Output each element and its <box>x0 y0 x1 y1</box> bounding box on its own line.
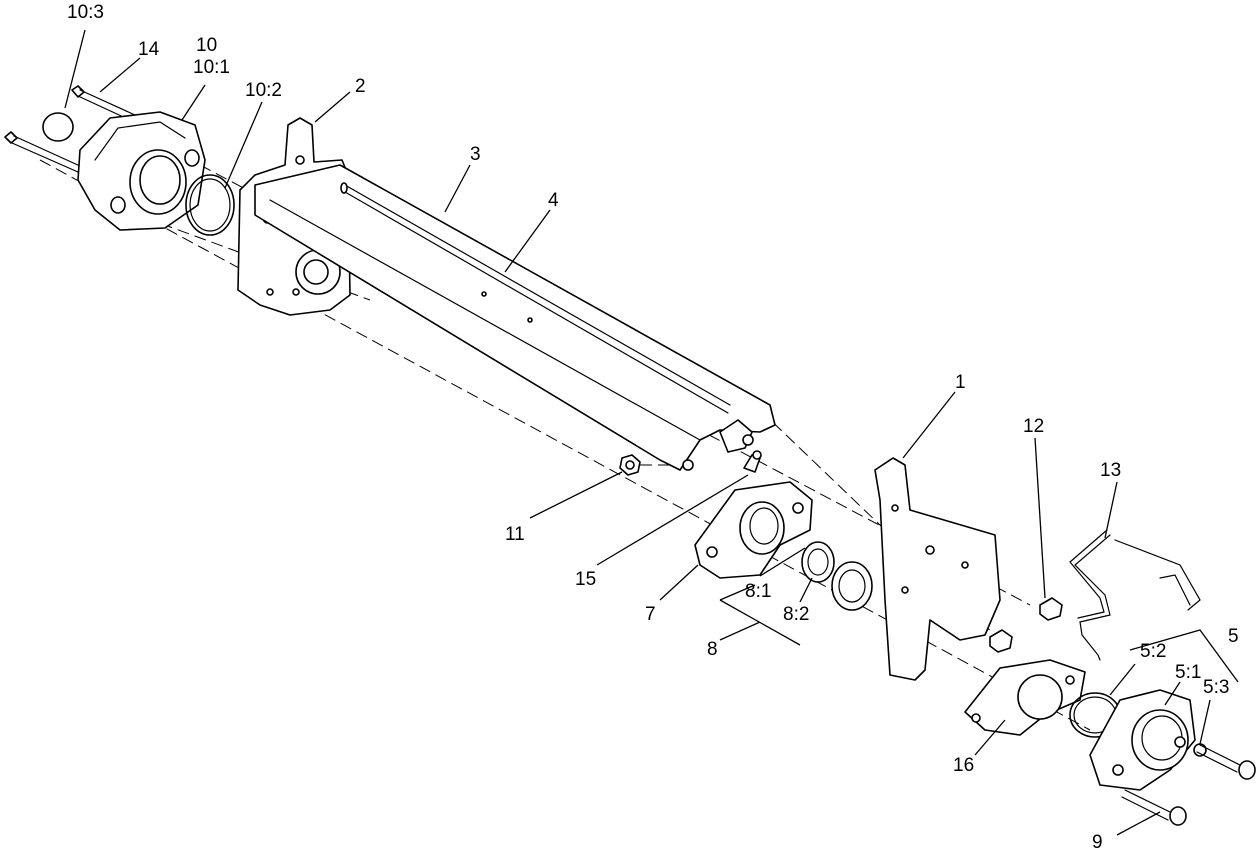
callout-16: 16 <box>953 755 974 776</box>
callout-4: 4 <box>548 190 559 211</box>
callout-7: 7 <box>645 604 656 625</box>
callout-11: 11 <box>505 524 525 545</box>
callout-labels: 10:3 14 10 10:1 10:2 2 3 4 1 12 13 11 15… <box>67 2 1239 853</box>
bearing-housing-5 <box>1089 689 1196 791</box>
callout-8: 8 <box>707 639 718 660</box>
washer-5-3 <box>1193 743 1207 757</box>
callout-2: 2 <box>355 76 366 97</box>
washer-10-3 <box>42 112 74 142</box>
callout-3: 3 <box>470 144 481 165</box>
callout-10-3: 10:3 <box>67 2 104 23</box>
callout-13: 13 <box>1100 460 1121 481</box>
o-ring-10-2 <box>185 174 235 236</box>
bolt-12 <box>989 597 1063 653</box>
callout-1: 1 <box>955 372 966 393</box>
flange-housing-7 <box>694 481 813 579</box>
rod-4 <box>340 182 731 414</box>
side-plate-1 <box>874 457 1001 681</box>
bent-rod-13 <box>1069 529 1201 661</box>
callout-10: 10 <box>196 35 217 56</box>
bolt-9-upper <box>1196 744 1256 780</box>
callout-14: 14 <box>138 39 160 60</box>
leader-lines <box>64 29 1239 836</box>
callout-5-3: 5:3 <box>1203 677 1229 698</box>
callout-5-2: 5:2 <box>1140 641 1166 662</box>
callout-12: 12 <box>1023 416 1044 437</box>
callout-15: 15 <box>575 569 596 590</box>
callout-8-1: 8:1 <box>745 581 771 602</box>
callout-5: 5 <box>1228 626 1239 647</box>
bolt-9-lower <box>1121 789 1187 826</box>
callout-10-2: 10:2 <box>245 80 282 101</box>
gasket-16 <box>964 659 1086 736</box>
callout-5-1: 5:1 <box>1175 662 1201 683</box>
callout-8-2: 8:2 <box>783 604 809 625</box>
bearing-8-1 <box>801 541 835 583</box>
nut-11 <box>619 454 641 476</box>
bearing-housing-10 <box>77 111 206 231</box>
bearing-8-2 <box>831 561 873 611</box>
bolt-long <box>4 131 81 173</box>
grease-fitting-15 <box>743 450 762 473</box>
callout-9: 9 <box>1092 832 1103 853</box>
centerlines <box>39 159 1091 731</box>
callout-10-1: 10:1 <box>193 57 230 78</box>
bolt-14 <box>71 85 136 122</box>
frame-bar-3 <box>254 164 776 471</box>
